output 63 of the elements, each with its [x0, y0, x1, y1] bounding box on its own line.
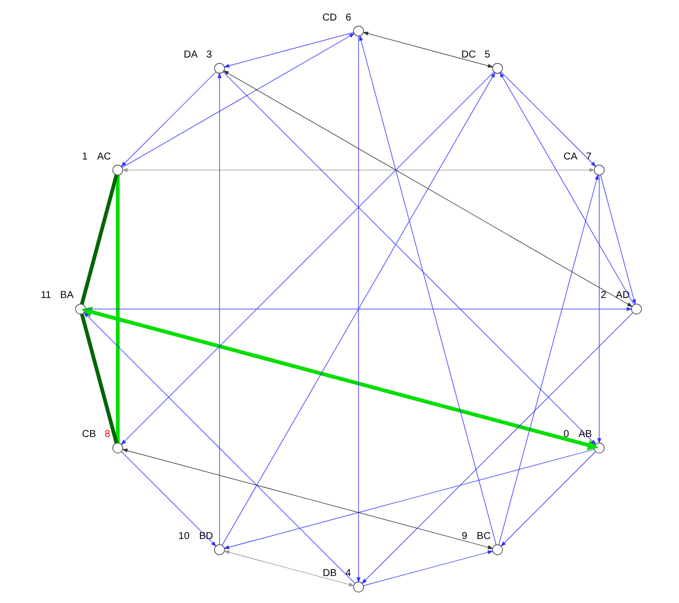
- arrow: [120, 451, 216, 547]
- arrow: [121, 168, 595, 172]
- node-label: 0: [562, 429, 569, 440]
- arrow: [222, 70, 632, 307]
- arrow: [498, 174, 598, 545]
- arrow: [82, 312, 355, 584]
- node-label: 1: [82, 151, 88, 162]
- arrow: [120, 72, 216, 168]
- arrow: [120, 72, 494, 446]
- node-circle: [74, 304, 86, 314]
- node-label: 3: [206, 50, 212, 61]
- node-circle: [630, 304, 642, 314]
- node-circle: [352, 582, 364, 592]
- arrow: [84, 307, 632, 311]
- node-label: CB: [82, 429, 96, 440]
- arrow: [358, 35, 496, 546]
- node-label: DA: [183, 50, 198, 61]
- connector: [115, 175, 120, 443]
- node-label: DB: [322, 568, 336, 580]
- node-label: 9: [461, 530, 467, 542]
- node-circle: [112, 164, 123, 176]
- arrow: [362, 32, 493, 68]
- arrow: [81, 306, 598, 450]
- arrow: [223, 550, 354, 586]
- node-circle: [593, 442, 604, 454]
- node-label: 2: [600, 290, 606, 302]
- arrow: [217, 72, 221, 545]
- node-label: 5: [484, 50, 490, 61]
- arrow: [356, 36, 360, 583]
- node-circle: [214, 62, 224, 74]
- node-label: 8: [104, 429, 110, 440]
- arrow: [121, 33, 354, 168]
- node-label: 11: [40, 290, 51, 302]
- node-label: BC: [476, 530, 490, 542]
- node-label: 6: [345, 12, 351, 24]
- arrow: [222, 72, 596, 446]
- node-label: 10: [178, 530, 190, 542]
- arrow: [223, 449, 594, 550]
- arrow: [500, 451, 596, 547]
- arrow: [221, 72, 495, 546]
- node-circle: [214, 544, 224, 556]
- node-label: BA: [60, 290, 74, 302]
- arrow: [121, 448, 493, 550]
- arrow: [596, 174, 601, 444]
- node-label: 7: [586, 151, 592, 162]
- node-label: DC: [460, 50, 476, 61]
- node-label: CA: [562, 151, 577, 162]
- arrow: [600, 174, 636, 305]
- node-circle: [352, 26, 364, 36]
- node-label: CD: [322, 12, 336, 24]
- arrow: [223, 32, 354, 68]
- arrow: [360, 312, 633, 584]
- node-circle: [492, 62, 502, 74]
- arrow: [500, 72, 596, 168]
- node-label: AC: [96, 151, 110, 162]
- connector: [80, 314, 118, 444]
- node-circle: [593, 164, 604, 176]
- node-circle: [112, 442, 123, 454]
- node-circle: [492, 544, 502, 556]
- arrow: [362, 550, 493, 586]
- arrow: [499, 72, 634, 305]
- node-label: 4: [344, 568, 350, 580]
- connector: [80, 174, 118, 305]
